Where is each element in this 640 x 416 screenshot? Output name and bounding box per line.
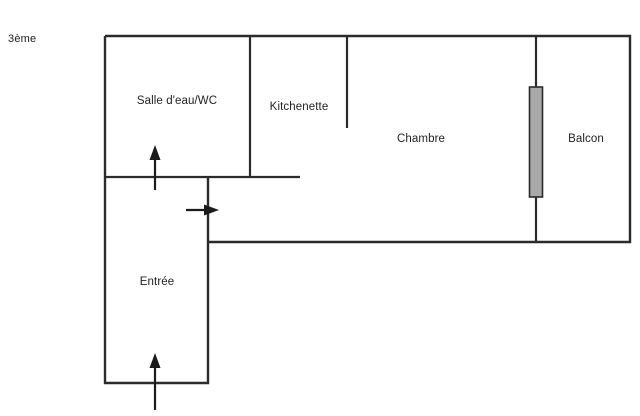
circulation-arrows [149, 145, 219, 410]
balcony-door-glass-icon [528, 86, 544, 198]
arrow-entry-to-salle-d-eau-icon [149, 145, 161, 190]
outer-wall-entree-block [103, 177, 210, 385]
arrow-entry-to-corridor-icon [186, 204, 219, 216]
arrow-main-entrance-icon [149, 353, 161, 410]
interior-walls [105, 36, 538, 242]
outer-walls [103, 34, 632, 385]
floor-level-label: 3ème [8, 33, 37, 45]
room-label-entree: Entrée [139, 276, 175, 288]
room-label-salle-d-eau-wc: Salle d'eau/WC [136, 95, 218, 107]
room-label-kitchenette: Kitchenette [269, 101, 329, 113]
glass-door-balcony [528, 86, 544, 198]
room-label-chambre: Chambre [397, 133, 445, 145]
room-label-balcon: Balcon [568, 133, 604, 145]
outer-wall-upper-block [105, 34, 632, 244]
